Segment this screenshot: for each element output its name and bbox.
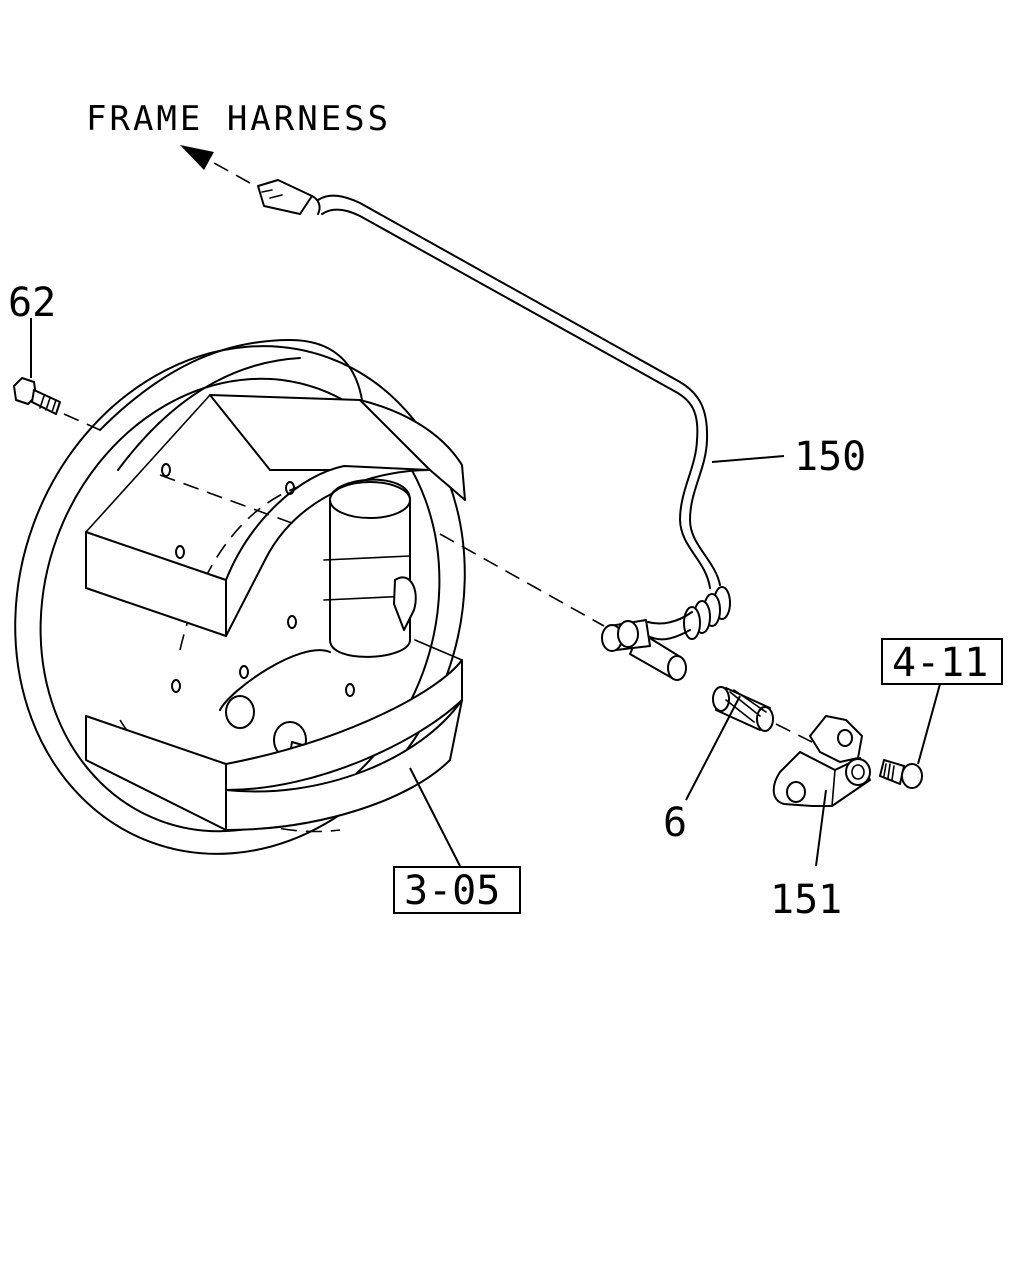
wheel-speed-sensor-harness: [257, 179, 731, 641]
ref-label-3-05: 3-05: [404, 868, 500, 914]
harness-connector: [257, 179, 321, 215]
part-label-62: 62: [8, 280, 56, 326]
sensor-bracket: [772, 715, 871, 807]
wheel-cylinder: [323, 478, 417, 658]
part-label-151: 151: [770, 877, 842, 923]
ref-box-3-05: 3-05: [393, 866, 521, 914]
bracket-bolt: [879, 759, 923, 789]
sensor-sleeve: [712, 686, 774, 732]
ref-label-4-11: 4-11: [892, 640, 988, 686]
backing-plate-bolt: [13, 377, 101, 431]
ref-box-4-11: 4-11: [881, 638, 1003, 686]
part-label-150: 150: [794, 434, 866, 480]
part-label-6: 6: [663, 800, 687, 846]
wheel-speed-sensor: [601, 619, 687, 681]
frame-harness-callout: FRAME HARNESS: [86, 99, 391, 184]
frame-harness-arrow: [180, 145, 251, 184]
lower-brake-shoe: [85, 639, 463, 831]
frame-harness-label: FRAME HARNESS: [86, 99, 391, 139]
leader-lines: [30, 318, 941, 867]
brake-assembly: [14, 339, 605, 855]
upper-brake-shoe: [85, 394, 466, 637]
